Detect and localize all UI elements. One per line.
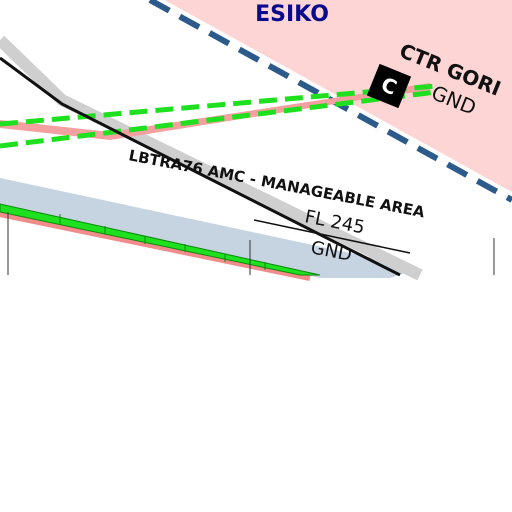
route-black [0, 56, 401, 277]
route-green-dashed-1 [0, 83, 437, 127]
airway-ticks [59, 214, 266, 270]
route-red-lower [0, 211, 311, 281]
waypoint-label: ESIKO [255, 2, 329, 27]
route-shadow [0, 35, 423, 281]
airspace-class-badge: C [366, 63, 412, 109]
area-band [0, 178, 420, 278]
airway-green-band [0, 203, 321, 276]
limit-divider [253, 219, 411, 254]
route-green-dashed-2 [0, 89, 437, 149]
